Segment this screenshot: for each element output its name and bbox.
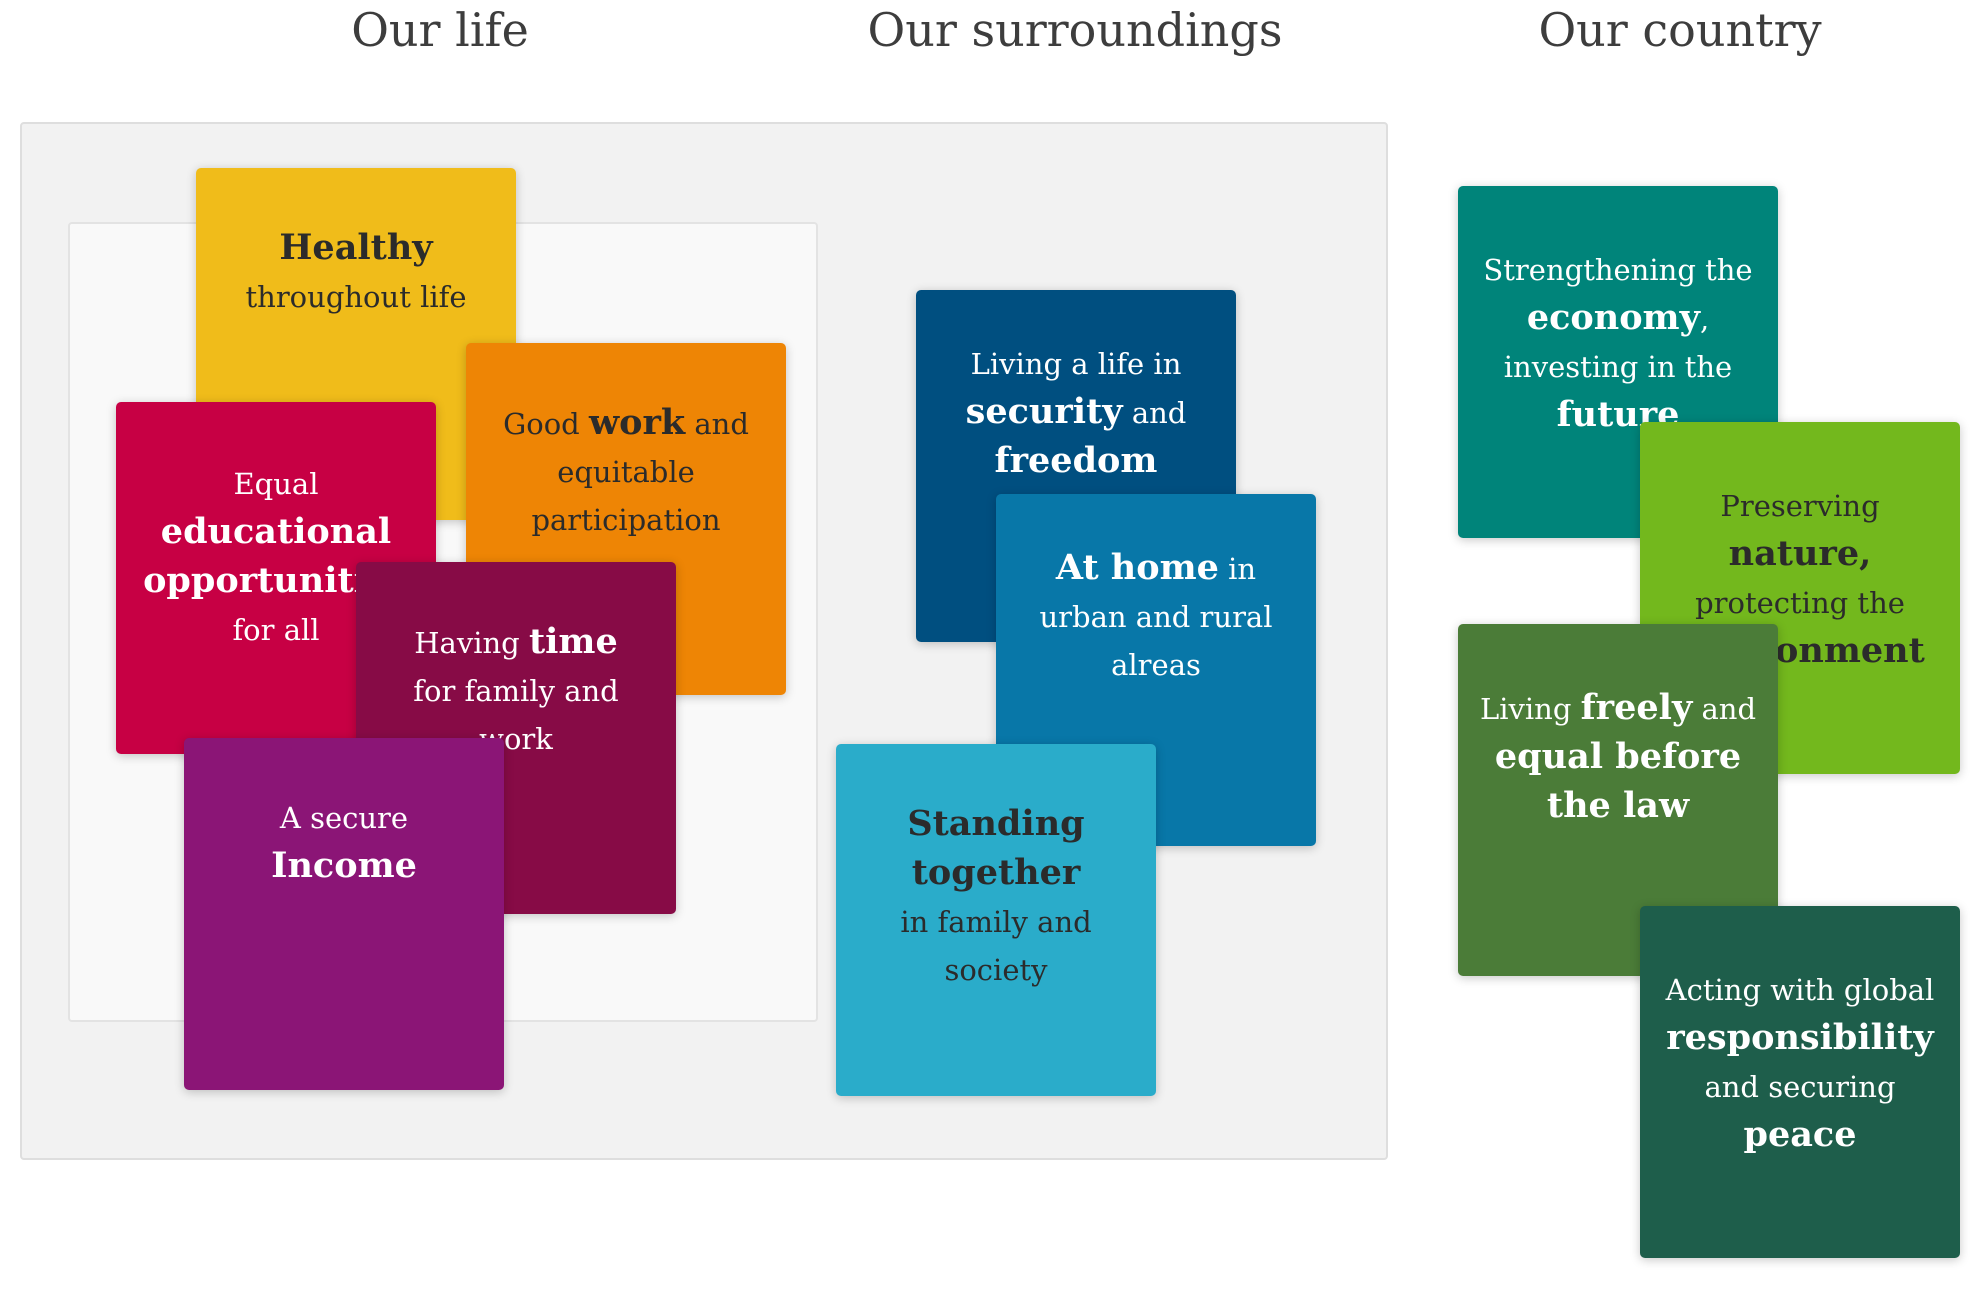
tile-global-responsibility-peace[interactable]: Acting with global responsibility and se…	[1640, 906, 1960, 1258]
tile-home-text-part: in urban and rural alreas	[1039, 552, 1273, 682]
tile-nature-text-part: Preserving	[1720, 489, 1880, 523]
tile-education-text-part: Equal	[233, 467, 319, 501]
tile-together-text-part: in family and society	[900, 905, 1092, 987]
tile-healthy[interactable]: Healthy throughout life	[196, 168, 516, 520]
tile-security-freedom-text: Living a life in security and freedom	[934, 340, 1218, 486]
tile-security-text-part: freedom	[994, 440, 1158, 481]
tile-security-text-part: Living a life in	[970, 347, 1182, 381]
tile-law-text-part: and	[1692, 692, 1757, 726]
tile-standing-together-text: Standing together in family and society	[854, 800, 1138, 994]
tile-time-text-part: Having	[414, 626, 529, 660]
tile-nature-text-part: nature,	[1728, 533, 1872, 574]
tile-global-responsibility-peace-text: Acting with global responsibility and se…	[1658, 966, 1942, 1160]
tile-freely-equal-law-text: Living freely and equal before the law	[1476, 684, 1760, 831]
tile-work-text-part: Good	[503, 407, 589, 441]
tile-peace-text-part: Acting with global	[1665, 973, 1935, 1007]
tile-law-text-part: freely	[1580, 687, 1693, 728]
tile-economy-text-part: Strengthening the	[1483, 253, 1753, 287]
tile-good-work-text: Good work and equitable participation	[484, 399, 768, 544]
tile-security-text-part: and	[1122, 396, 1187, 430]
tile-nature-text-part: protecting the	[1695, 586, 1905, 620]
tile-at-home-text: At home in urban and rural alreas	[1014, 544, 1298, 689]
tile-education-text-part: for all	[232, 613, 320, 647]
tile-peace-text-part: peace	[1743, 1114, 1857, 1155]
tile-law-text-part: Living	[1479, 692, 1581, 726]
tile-income-text-part: Income	[271, 845, 417, 886]
tile-economy-text-part: economy	[1526, 297, 1700, 338]
tile-healthy-text-part: throughout life	[245, 280, 467, 314]
tile-healthy-text-part: Healthy	[279, 227, 433, 268]
heading-our-country: Our country	[1538, 3, 1822, 57]
tile-peace-text-part: and securing	[1704, 1070, 1896, 1104]
tile-security-text-part: security	[965, 391, 1123, 432]
tile-work-text-part: and equitable participation	[531, 407, 749, 537]
tile-at-home[interactable]: At home in urban and rural alreas	[996, 494, 1316, 846]
tile-healthy-text: Healthy throughout life	[214, 224, 498, 321]
tile-work-text-part: work	[588, 402, 686, 443]
tile-together-text-part: Standing together	[907, 803, 1085, 893]
tile-time-text-part: time	[528, 621, 618, 662]
tile-freely-equal-law[interactable]: Living freely and equal before the law	[1458, 624, 1778, 976]
tile-law-text-part: equal before the law	[1494, 736, 1742, 826]
tile-standing-together[interactable]: Standing together in family and society	[836, 744, 1156, 1096]
tile-economy-future-text: Strengthening the economy, investing in …	[1476, 246, 1760, 440]
heading-our-surroundings: Our surroundings	[867, 3, 1283, 57]
tile-income-text-part: A secure	[279, 801, 409, 835]
tile-home-text-part: At home	[1055, 547, 1219, 588]
tile-peace-text-part: responsibility	[1666, 1017, 1934, 1058]
tile-economy-text-part: , investing in the	[1503, 302, 1733, 384]
heading-our-life: Our life	[351, 3, 529, 57]
